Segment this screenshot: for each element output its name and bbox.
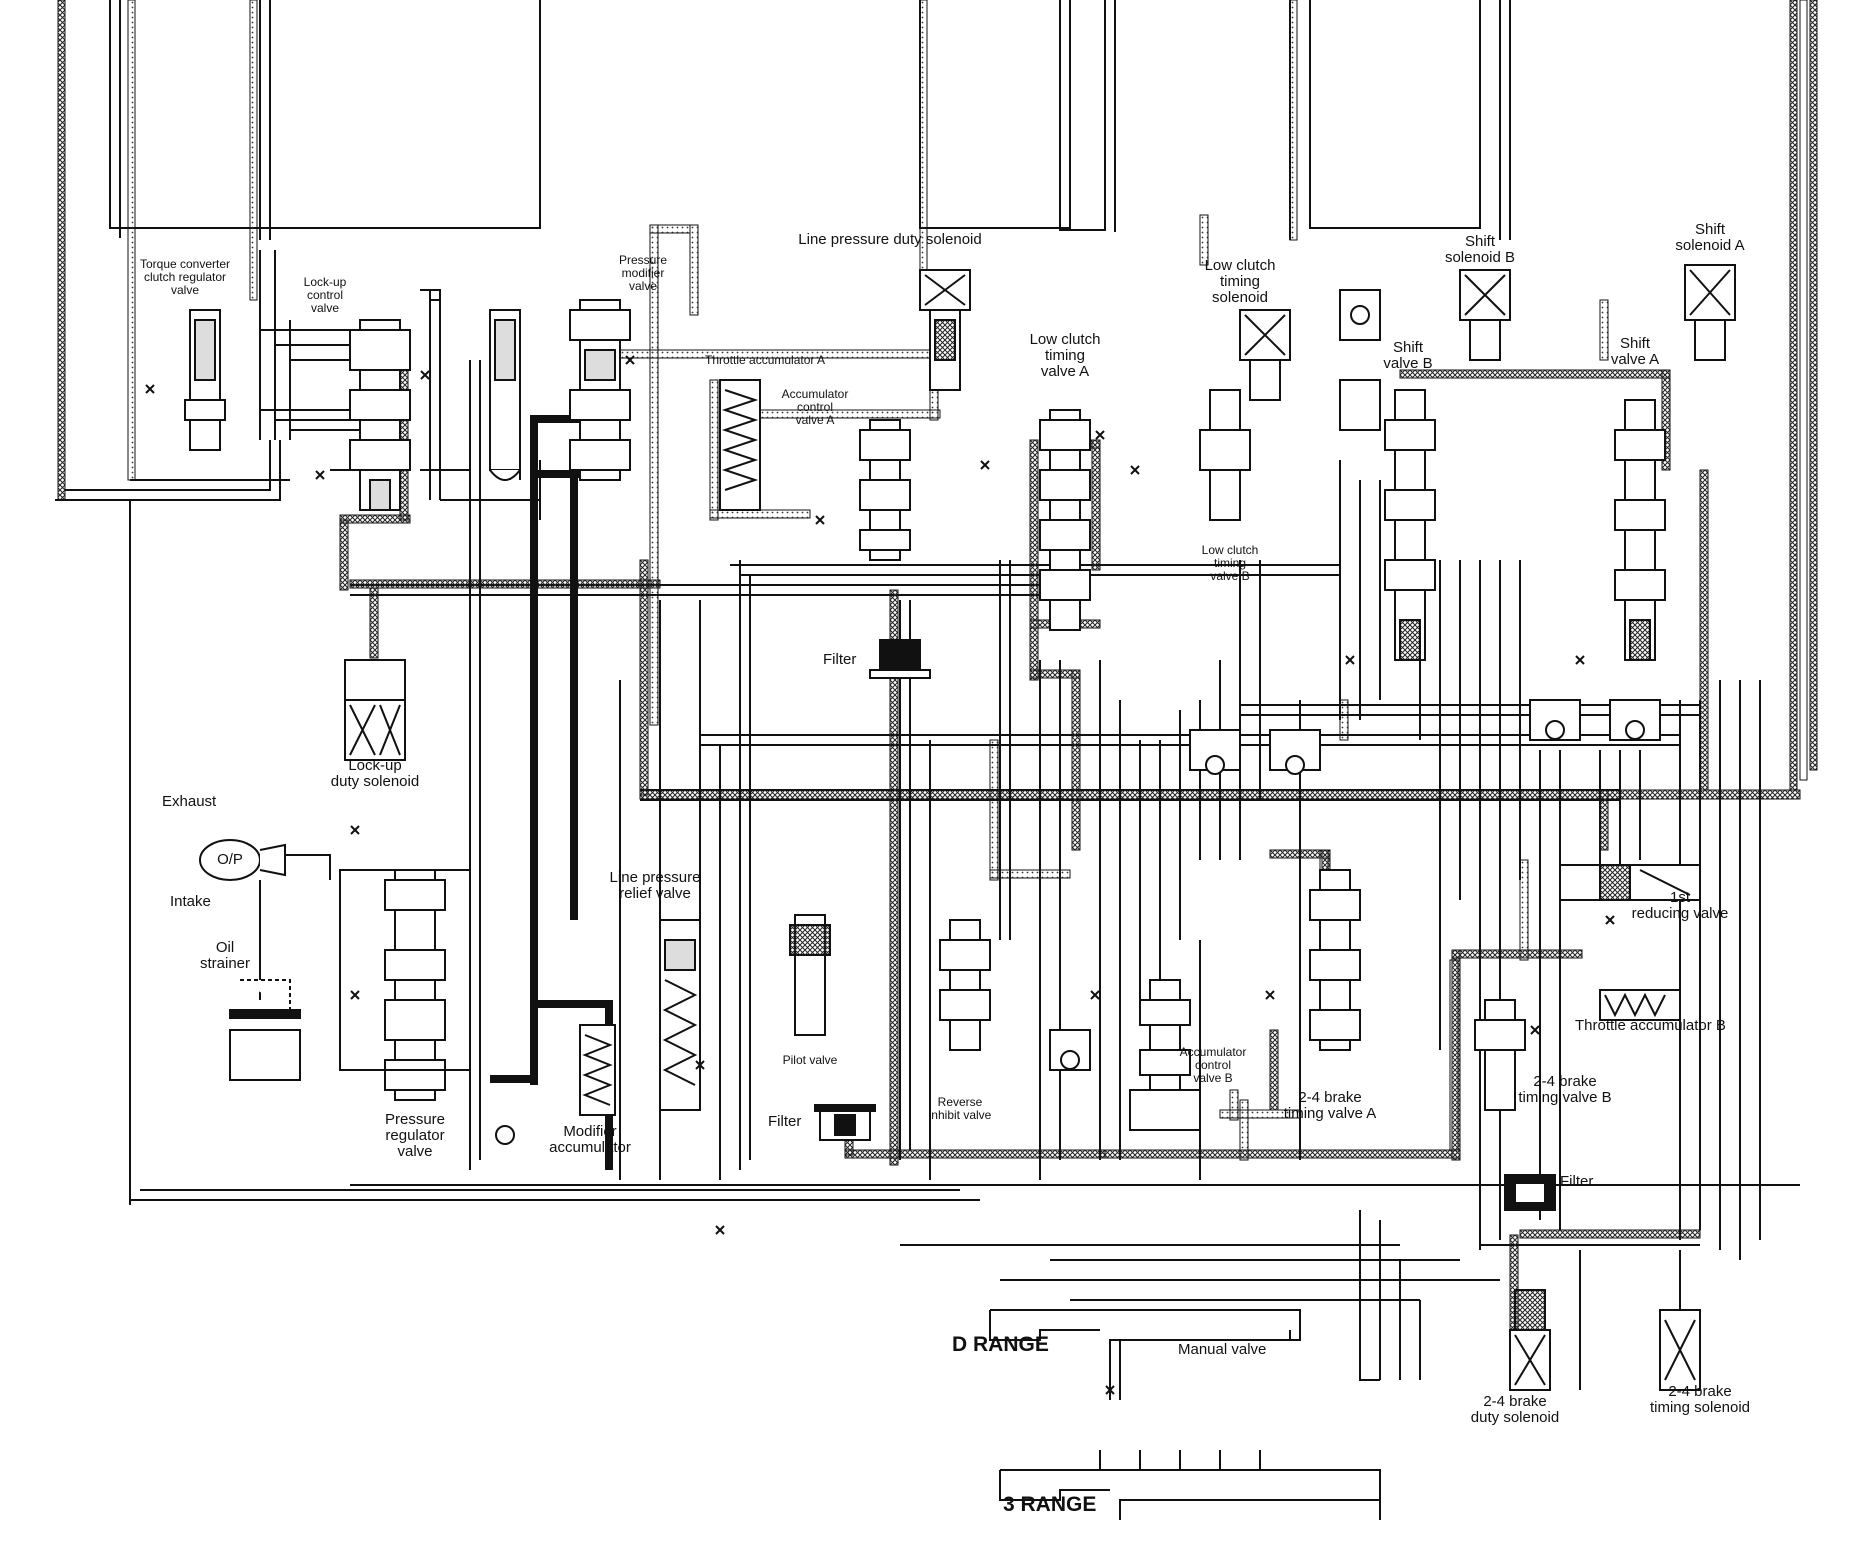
valve-throttle-accumulator-b — [1599, 989, 1681, 1021]
label-tcc-regulator: Torque converter clutch regulator valve — [139, 257, 231, 297]
label-line-pressure-duty-solenoid: Line pressure duty solenoid — [798, 231, 982, 248]
filters — [814, 639, 1556, 1211]
valve-throttle-accumulator-a — [719, 379, 761, 511]
valve-shift-b — [1384, 389, 1436, 661]
label-manual-valve: Manual valve — [1178, 1341, 1267, 1358]
label-shift-solenoid-b: Shift solenoid B — [1444, 233, 1516, 266]
label-3-range: 3 RANGE — [1003, 1493, 1097, 1516]
label-throttle-accumulator-b: Throttle accumulator B — [1575, 1017, 1726, 1034]
exhaust-marks — [145, 355, 1615, 1395]
label-shift-solenoid-a: Shift solenoid A — [1675, 221, 1745, 254]
left-loop — [55, 440, 980, 1205]
valve-2-4-brake-timing-a — [1309, 869, 1361, 1051]
label-lockup-control: Lock-up control valve — [303, 275, 347, 315]
label-modifier-accumulator: Modifier accumulator — [549, 1123, 631, 1156]
label-exhaust: Exhaust — [162, 793, 217, 810]
valve-1st-reducing — [1559, 864, 1701, 901]
top-channels — [109, 0, 1511, 240]
label-2-4-brake-timing-b: 2-4 brake timing valve B — [1518, 1073, 1612, 1106]
valve-lockup-control — [349, 319, 411, 511]
label-oil-strainer: Oil strainer — [199, 939, 251, 972]
label-2-4-brake-duty-solenoid: 2-4 brake duty solenoid — [1470, 1393, 1560, 1426]
valve-pressure-regulator — [339, 869, 471, 1101]
valve-low-clutch-timing-b — [1199, 389, 1251, 521]
label-intake: Intake — [170, 893, 211, 910]
label-op: O/P — [217, 851, 243, 868]
valve-center-upper — [489, 309, 521, 481]
label-shift-valve-b: Shift valve B — [1383, 339, 1433, 372]
valve-reverse-inhibit — [939, 919, 991, 1051]
label-pilot-valve: Pilot valve — [782, 1053, 838, 1067]
label-accumulator-control-b: Accumulator control valve B — [1179, 1045, 1247, 1085]
solenoid-2-4-brake-timing — [1659, 1309, 1701, 1391]
solenoid-lockup-duty — [344, 659, 406, 761]
label-accumulator-control-a: Accumulator control valve A — [781, 387, 849, 427]
label-line-pressure-relief: Line pressure relief valve — [609, 869, 701, 902]
label-filter-2: Filter — [768, 1113, 802, 1130]
solenoid-2-4-brake-duty — [1509, 1289, 1551, 1391]
label-throttle-accumulator-a: Throttle accumulator A — [705, 353, 826, 367]
label-d-range: D RANGE — [952, 1333, 1049, 1356]
valve-shift-a — [1614, 399, 1666, 661]
solenoid-shift-b — [1459, 269, 1511, 361]
label-shift-valve-a: Shift valve A — [1610, 335, 1660, 368]
label-pressure-regulator: Pressure regulator valve — [384, 1111, 446, 1160]
valve-tcc-regulator — [184, 309, 226, 451]
valve-accumulator-control-a — [859, 419, 911, 561]
manual-valve-d-range — [989, 1309, 1380, 1400]
valve-pilot — [789, 914, 831, 1036]
solenoid-line-pressure-duty — [919, 269, 971, 391]
solenoid-shift-a — [1684, 264, 1736, 361]
valve-pressure-modifier — [569, 299, 631, 481]
valve-modifier-accumulator — [579, 1024, 616, 1116]
valve-accumulator-control-b — [1129, 979, 1201, 1131]
label-filter-3: Filter — [1560, 1173, 1594, 1190]
valve-low-clutch-timing-a — [1039, 409, 1091, 631]
valve-2-4-brake-timing-b — [1474, 999, 1526, 1111]
label-low-clutch-timing-b: Low clutch timing valve B — [1201, 543, 1259, 583]
label-reverse-inhibit: Reverse inhibit valve — [928, 1095, 992, 1122]
oil-pump — [199, 839, 331, 1081]
label-low-clutch-timing-solenoid: Low clutch timing solenoid — [1204, 257, 1276, 306]
solenoid-low-clutch-timing — [1239, 309, 1291, 401]
center-hatched — [1029, 299, 1609, 961]
label-2-4-brake-timing-a: 2-4 brake timing valve A — [1283, 1089, 1377, 1122]
check-balls — [495, 289, 1661, 1145]
manual-valve-3-range — [999, 1450, 1381, 1520]
label-lockup-duty-solenoid: Lock-up duty solenoid — [330, 757, 420, 790]
valve-line-pressure-relief — [659, 919, 701, 1111]
label-pressure-modifier: Pressure modifier valve — [618, 253, 668, 293]
label-low-clutch-timing-a: Low clutch timing valve A — [1029, 331, 1101, 380]
label-2-4-brake-timing-solenoid: 2-4 brake timing solenoid — [1649, 1383, 1751, 1416]
label-filter-1: Filter — [823, 651, 857, 668]
label-1st-reducing: 1st reducing valve — [1631, 889, 1729, 922]
